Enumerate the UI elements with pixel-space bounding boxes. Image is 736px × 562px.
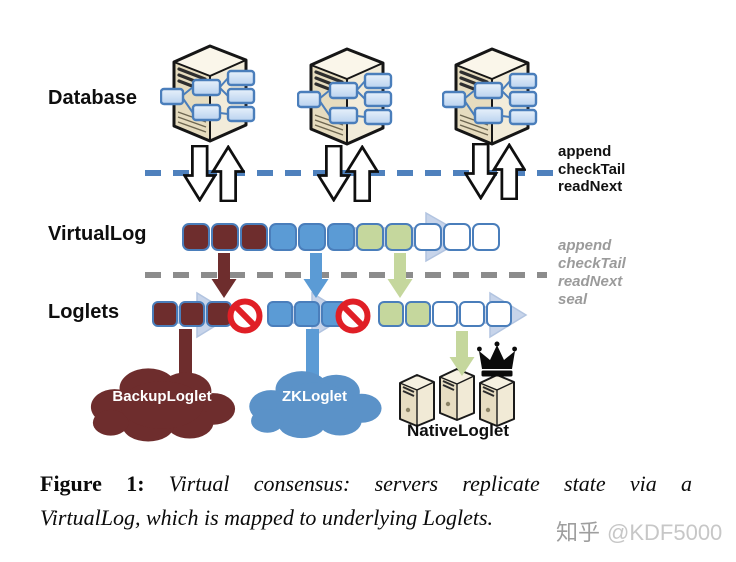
op-readnext: readNext: [558, 178, 623, 195]
op-readnext: readNext: [558, 273, 623, 290]
figure-caption-line2: VirtualLog, which is mapped to underlyin…: [40, 505, 494, 530]
map-arrow-native-icon: [387, 253, 413, 299]
figure-number: Figure 1:: [40, 471, 145, 496]
append-read-arrows-icon: [464, 143, 526, 200]
seal-prohibited-icon: [335, 298, 371, 334]
database-server-icon: [160, 36, 260, 148]
zk-connector-line: [306, 329, 319, 385]
log-entry-maroon: [240, 223, 268, 251]
database-server-icon: [442, 39, 542, 151]
native-connector-arrow-icon: [447, 331, 477, 377]
map-arrow-backup-icon: [211, 253, 237, 299]
leader-crown-icon: [477, 341, 517, 379]
native-loglet-label: NativeLoglet: [406, 421, 510, 440]
zk-loglet-chain: [267, 301, 347, 327]
figure-caption-line1: Figure 1: Virtual consensus: servers rep…: [40, 471, 692, 497]
virtuallog-entry-chain: [182, 223, 500, 251]
log-entry-green: [356, 223, 384, 251]
log-entry-blue: [269, 223, 297, 251]
log-entry-blue: [327, 223, 355, 251]
virtuallog-api-boundary-line: [145, 170, 553, 176]
database-row-label: Database: [48, 87, 137, 109]
log-entry-maroon: [182, 223, 210, 251]
virtuallog-row-label: VirtualLog: [48, 223, 147, 245]
log-entry-white: [414, 223, 442, 251]
watermark-site: 知乎: [556, 520, 601, 545]
log-entry-green: [405, 301, 431, 327]
log-entry-blue: [298, 223, 326, 251]
op-append: append: [558, 143, 612, 160]
log-entry-white: [472, 223, 500, 251]
log-entry-maroon: [206, 301, 232, 327]
append-read-arrows-icon: [183, 145, 245, 202]
log-entry-white: [459, 301, 485, 327]
native-loglet-chain: [378, 301, 512, 327]
watermark-user: @KDF5000: [607, 520, 723, 545]
op-append: append: [558, 237, 612, 254]
log-entry-green: [378, 301, 404, 327]
database-server-icon: [297, 39, 397, 151]
backup-connector-line: [179, 329, 192, 385]
log-entry-maroon: [152, 301, 178, 327]
log-entry-green: [385, 223, 413, 251]
virtuallog-api-ops: append checkTail readNext: [558, 143, 625, 196]
backup-loglet-chain: [152, 301, 232, 327]
zk-loglet-label: ZKLoglet: [282, 388, 347, 405]
seal-prohibited-icon: [227, 298, 263, 334]
log-entry-white: [432, 301, 458, 327]
log-entry-blue: [267, 301, 293, 327]
loglet-api-boundary-line: [145, 272, 547, 278]
op-checktail: checkTail: [558, 255, 626, 272]
backup-loglet-label: BackupLoglet: [112, 388, 212, 405]
log-entry-maroon: [211, 223, 239, 251]
log-entry-blue: [294, 301, 320, 327]
op-checktail: checkTail: [558, 160, 626, 178]
loglets-row-label: Loglets: [48, 301, 120, 323]
log-entry-white: [486, 301, 512, 327]
op-seal: seal: [558, 291, 588, 308]
watermark: 知乎@KDF5000: [556, 515, 722, 547]
append-read-arrows-icon: [317, 145, 379, 202]
caption-text: Virtual consensus: servers replicate sta…: [168, 471, 693, 496]
map-arrow-zk-icon: [303, 253, 329, 299]
loglet-api-ops: append checkTail readNext seal: [558, 237, 626, 309]
log-entry-maroon: [179, 301, 205, 327]
log-entry-white: [443, 223, 471, 251]
